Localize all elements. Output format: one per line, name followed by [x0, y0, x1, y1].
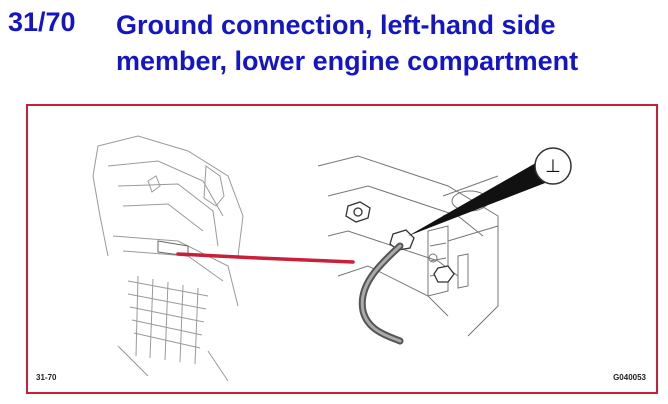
section-number: 31/70 [8, 7, 76, 37]
callout-pointer [408, 156, 558, 236]
headlamp-outline [203, 165, 225, 207]
figure-ref-left: 31-70 [36, 373, 57, 382]
section-title-line2: member, lower engine compartment [116, 46, 579, 76]
ground-symbol-circle [534, 147, 572, 185]
section-title-line1: Ground connection, left-hand side [116, 10, 556, 40]
section-heading: 31/70 Ground connection, left-hand side … [0, 0, 668, 90]
grille [127, 275, 209, 365]
figure-ref-right: G040053 [613, 373, 646, 382]
vehicle-outline [97, 135, 244, 257]
ground-cable [358, 242, 404, 345]
section-title: Ground connection, left-hand side member… [116, 7, 656, 79]
illustration-frame: ⊥ 31-70 G040053 [26, 104, 658, 394]
illustration: ⊥ [92, 135, 572, 382]
ground-symbol: ⊥ [545, 156, 561, 177]
bolt-lower [433, 265, 455, 283]
leader-line [176, 252, 355, 264]
detail-view [317, 155, 499, 337]
